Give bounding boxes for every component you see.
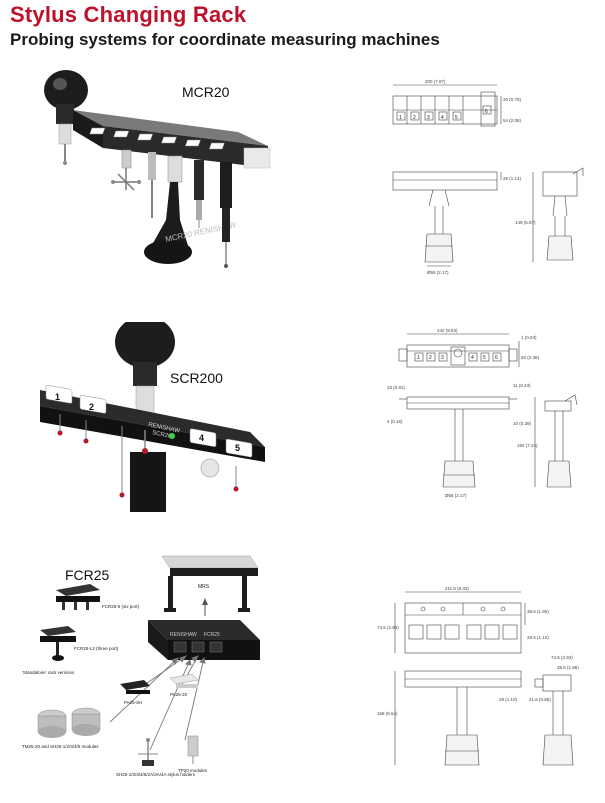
scr200-slot-4: 4 xyxy=(471,355,474,361)
mcr20-modules-icon: MCR20 RENISHAW xyxy=(111,149,237,268)
fcr25-standalone-label: 'Standalone' rack versions xyxy=(22,670,75,675)
mcr20-dim-dia: Ø55 (2.17) xyxy=(427,270,449,275)
fcr25-dim-depth: 74.5 (2.93) xyxy=(377,625,399,630)
pa25-20-icon xyxy=(169,673,199,688)
mcr20-top-view xyxy=(392,84,502,127)
pa25-20-label: PA25-20 xyxy=(170,692,188,697)
scr200-photo-slot-5: 5 xyxy=(235,443,240,453)
fcr25-dim-d2: 28.5 (1.12) xyxy=(527,635,549,640)
fcr25-drawing: 211.5 (8.33) 38.5 (1.96) 28.5 (1.12) 74.… xyxy=(377,586,579,766)
scr200-dim-r2: 10 (0.39) xyxy=(513,421,532,426)
page-title: Stylus Changing Rack xyxy=(10,2,247,27)
mcr20-drawing: 200 (7.87) 20 (0.79) 54 (2.08) 1 2 3 4 5… xyxy=(392,79,584,275)
fcr25-brand-text: RENISHAW xyxy=(170,632,197,638)
assembly-arrows xyxy=(109,655,206,751)
scr200-styli-icon xyxy=(57,414,239,498)
mcr20-section: MCR20 RENISHAW MCR20 xyxy=(0,0,605,300)
mcr20-dim-d2: 54 (2.08) xyxy=(503,118,522,123)
tp20-label: TP20 modules xyxy=(178,768,208,773)
scr200-slot-6: 6 xyxy=(495,355,498,361)
scr200-photo-slot-4: 4 xyxy=(199,433,204,443)
fcr25-dim-h: 166 (6.54) xyxy=(377,711,398,716)
fcr25-exploded-diagram: MRS FCR25-6 (six port) FCR25-L3 (three p… xyxy=(22,555,260,777)
tp20-module-icon xyxy=(187,735,199,764)
fcr25-six-port-icon xyxy=(56,584,100,610)
scr200-dim-l1: 23 (0.91) xyxy=(387,385,406,390)
mcr20-slot-2: 2 xyxy=(413,115,416,121)
scr200-dim-d2: 60 (2.36) xyxy=(521,355,540,360)
scr200-rack-icon: 1 2 4 5 RENISHAW SCR200 xyxy=(40,385,265,512)
sh25-label: SH25-1/2/3/4/5/2A/3A/4A stylus holders xyxy=(116,772,196,777)
scr200-dim-d1: 1 (0.04) xyxy=(521,335,537,340)
fcr25-dim-width: 211.5 (8.33) xyxy=(445,586,469,591)
scr200-dim-h: 184 (7.24) xyxy=(517,443,538,448)
probe-head-icon xyxy=(44,70,88,165)
scr200-photo: 1 2 4 5 RENISHAW SCR200 xyxy=(40,322,265,514)
fcr25-six-port-label: FCR25-6 (six port) xyxy=(102,604,140,609)
mrs-rail-icon xyxy=(161,555,259,612)
scr200-drawing: 242 (9.53) 1 (0.04) 60 (2.36) 1 2 3 4 5 … xyxy=(387,328,578,498)
mcr20-slot-1: 1 xyxy=(399,115,402,121)
fcr25-three-port-icon xyxy=(40,626,76,661)
scr200-dim-width: 242 (9.53) xyxy=(437,328,458,333)
fcr25-label: FCR25 xyxy=(65,567,110,583)
scr200-front-view xyxy=(399,394,578,488)
fcr25-model-text: FCR25 xyxy=(204,632,220,638)
scr200-slot-3: 3 xyxy=(441,355,444,361)
mcr20-slot-4: 4 xyxy=(441,115,444,121)
fcr25-three-port-label: FCR25-L3 (three port) xyxy=(74,646,119,651)
mcr20-photo: MCR20 RENISHAW xyxy=(18,70,273,285)
mcr20-front-view xyxy=(392,167,584,267)
fcr25-front-view xyxy=(394,670,574,766)
mcr20-rack-icon xyxy=(73,110,271,169)
mrs-label: MRS xyxy=(198,584,210,590)
mcr20-dim-h2: 149 (5.87) xyxy=(515,220,536,225)
fcr25-dim-h2: 21.6 (0.85) xyxy=(529,697,551,702)
pa25-sh-label: PA25-SH xyxy=(124,700,142,705)
fcr25-dim-h1: 28 (1.10) xyxy=(499,697,518,702)
status-led-icon xyxy=(169,433,175,439)
scr200-dim-dia: Ø55 (2.17) xyxy=(445,493,467,498)
mcr20-dim-h1: 29 (1.14) xyxy=(503,176,522,181)
scr200-label: SCR200 xyxy=(170,370,223,386)
tm25-modules-icon xyxy=(37,707,101,738)
mcr20-slot-6: 6 xyxy=(485,109,488,115)
tm25-label: TM25-20 and SH25-1/2/3/4/5 modules xyxy=(22,744,99,749)
stylus-holder-icon xyxy=(138,738,158,766)
pa25-sh-icon xyxy=(120,680,150,694)
mcr20-label: MCR20 xyxy=(182,84,230,100)
mcr20-slot-5: 5 xyxy=(455,115,458,121)
scr200-photo-slot-1: 1 xyxy=(55,392,60,402)
scr200-dim-l2: 4 (0.16) xyxy=(387,419,403,424)
fcr25-main-rack-icon: RENISHAW FCR25 xyxy=(148,620,260,660)
fcr25-dim-side-w: 74.5 (2.93) xyxy=(551,655,573,660)
page-subtitle: Probing systems for coordinate measuring… xyxy=(10,30,440,49)
scr200-dim-r1: 11 (0.43) xyxy=(513,383,531,388)
scr200-top-view xyxy=(398,333,520,368)
scr200-slot-5: 5 xyxy=(483,355,486,361)
fcr25-dim-d1: 38.5 (1.96) xyxy=(527,609,549,614)
scr200-slot-2: 2 xyxy=(429,355,432,361)
scr200-model-text: SCR200 xyxy=(152,430,176,441)
fcr25-dim-side-d: 38.5 (1.96) xyxy=(557,665,579,670)
fcr25-top-view xyxy=(394,591,526,654)
mcr20-slot-3: 3 xyxy=(427,115,430,121)
mcr20-dim-d1: 20 (0.79) xyxy=(503,97,522,102)
scr200-section: 1 2 4 5 RENISHAW SCR200 SCR200 xyxy=(40,322,578,514)
scr200-slot-1: 1 xyxy=(417,355,420,361)
scr200-photo-slot-2: 2 xyxy=(89,402,94,412)
mcr20-dim-width: 200 (7.87) xyxy=(425,79,446,84)
